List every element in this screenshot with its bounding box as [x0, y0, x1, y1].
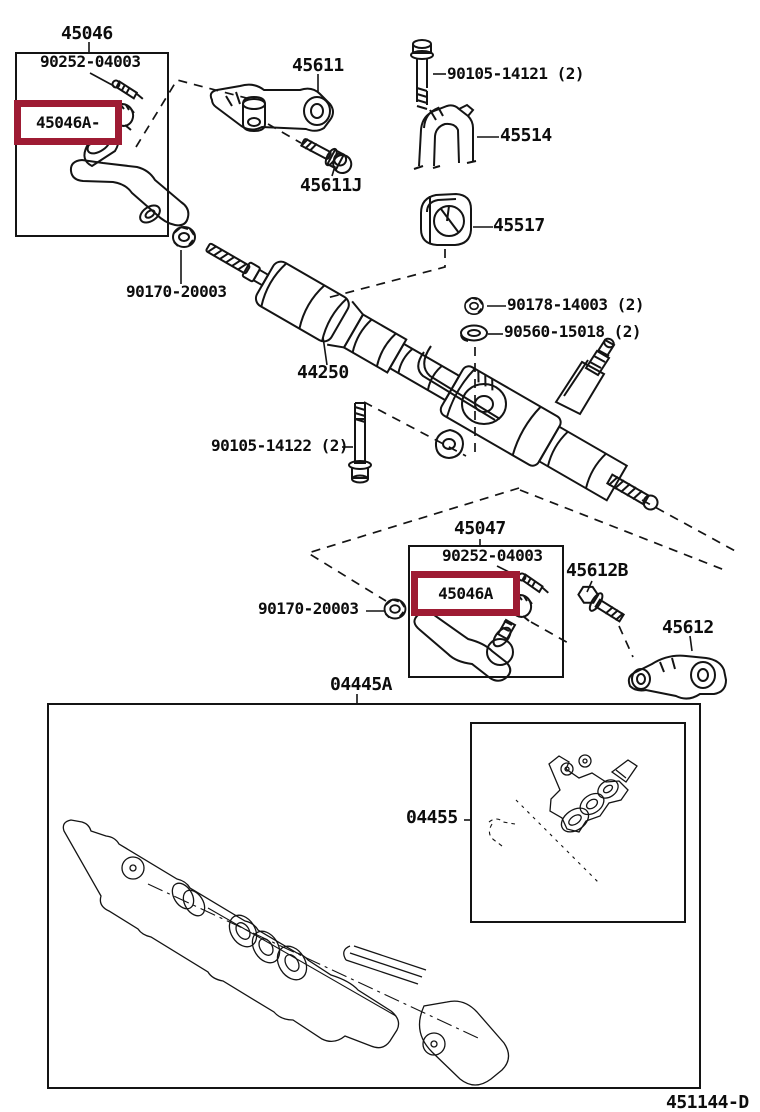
knuckle-arm-drawing	[627, 654, 728, 700]
label-45611J: 45611J	[300, 175, 363, 196]
clamp-bolt-drawing	[410, 39, 434, 110]
relay-rod-drawing	[209, 83, 334, 133]
dashed-association-lines	[135, 79, 738, 658]
label-90105-14122: 90105-14122 (2)	[211, 436, 349, 455]
label-90105-14121: 90105-14121 (2)	[447, 64, 585, 83]
label-90560-15018: 90560-15018 (2)	[504, 322, 642, 341]
lock-nut-right-drawing	[172, 226, 196, 248]
label-04445A: 04445A	[330, 674, 393, 695]
label-90252-04003-lh: 90252-04003	[442, 546, 543, 565]
steering-gear-assy-drawing	[205, 242, 659, 511]
highlighted-part-45046A-rh[interactable]: 45046A-	[14, 100, 122, 145]
tie-rod-end-left-drawing	[413, 611, 517, 682]
mounting-washer-drawing	[460, 324, 488, 342]
mounting-nut-drawing	[464, 296, 484, 316]
grommet-drawing	[420, 192, 472, 246]
lock-nut-left-drawing	[383, 598, 407, 620]
grease-fitting-left-drawing	[515, 571, 553, 595]
label-45612B: 45612B	[566, 560, 629, 581]
diagram-code: 451144-D	[666, 1092, 749, 1112]
highlighted-part-number: 45046A-	[36, 113, 100, 132]
group-box-04455	[470, 722, 686, 923]
gasket-kit-drawing	[62, 819, 510, 1086]
clamp-bracket-drawing	[413, 103, 477, 170]
label-45517: 45517	[493, 215, 545, 236]
label-44250: 44250	[297, 362, 349, 383]
label-45047: 45047	[454, 518, 506, 539]
valve-body-kit-drawing	[488, 754, 638, 883]
relay-rod-bolt-drawing	[299, 138, 353, 175]
mounting-bolt-drawing	[348, 402, 372, 484]
label-90178-14003: 90178-14003 (2)	[507, 295, 645, 314]
label-04455: 04455	[406, 807, 458, 828]
label-45612: 45612	[662, 617, 714, 638]
highlighted-part-number: 45046A	[438, 584, 493, 603]
highlighted-part-45046A-lh[interactable]: 45046A	[411, 571, 520, 616]
label-45514: 45514	[500, 125, 552, 146]
label-90170-20003-lh: 90170-20003	[258, 599, 359, 618]
label-45046: 45046	[61, 23, 113, 44]
label-90170-20003-rh: 90170-20003	[126, 282, 227, 301]
tie-rod-end-right-drawing	[69, 118, 190, 227]
label-45611: 45611	[292, 55, 344, 76]
group-box-45047	[408, 545, 564, 678]
group-box-04445A	[47, 703, 701, 1089]
knuckle-arm-bolt-drawing	[577, 585, 626, 623]
leader-lines	[88, 42, 693, 821]
label-90252-04003-rh: 90252-04003	[40, 52, 141, 71]
grease-fitting-right-drawing	[109, 78, 147, 101]
